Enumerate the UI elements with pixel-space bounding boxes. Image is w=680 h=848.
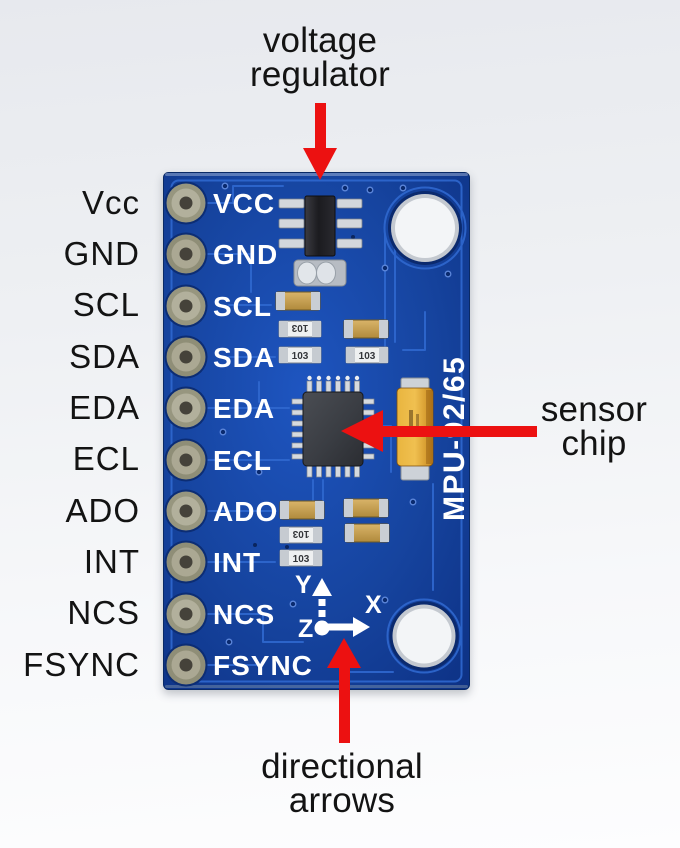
solder-pad [164,489,208,533]
silkscreen-ncs: NCS [213,599,275,630]
svg-text:103: 103 [292,351,309,362]
smd-capacitor [344,523,390,543]
arrow-head [327,638,361,668]
x-axis-arrowhead [353,617,370,637]
z-axis-label: Z [298,615,313,643]
silkscreen-vcc: VCC [213,188,275,219]
smd-resistor: 103 [278,346,322,364]
silkscreen-model: MPU-92/65 [438,356,470,521]
pin-label-eda: EDA [69,389,140,427]
board-bottom-edge [165,685,468,688]
solder-pad [164,386,208,430]
y-axis-label: Y [295,571,312,599]
svg-text:103: 103 [291,322,308,333]
arrow-head [341,410,383,452]
silkscreen-fsync: FSYNC [213,650,313,681]
pin-label-sda: SDA [69,337,140,375]
silkscreen-int: INT [213,547,261,578]
passives-lower: 103 103 [279,498,390,567]
pin-pads [164,181,208,687]
pin-label-int: INT [83,543,140,581]
solder-pad [164,284,208,328]
silkscreen-ecl: ECL [213,445,272,476]
solder-pad [164,438,208,482]
axis-origin [314,620,330,636]
solder-pad [164,643,208,687]
solder-pad [164,232,208,276]
smd-capacitor [275,291,321,311]
solder-pad [164,335,208,379]
red-arrow-directional-arrows [327,638,361,743]
smd-capacitor [343,498,389,518]
smd-resistor: 103 [345,346,389,364]
solder-pad [164,181,208,225]
silkscreen-gnd: GND [213,239,278,270]
silkscreen-pin-names: VCC GND SCL SDA EDA ECL ADO INT NCS FSYN… [213,188,313,681]
passives-upper: 103 103 103 [275,291,389,364]
pin-label-ecl: ECL [72,440,140,478]
y-axis-arrowhead [312,578,332,596]
solder-pad [164,540,208,584]
directional-axes: Y X Z [295,571,382,643]
silkscreen-sda: SDA [213,342,275,373]
svg-text:103: 103 [292,528,309,539]
silkscreen-eda: EDA [213,393,275,424]
smd-resistor: 103 [279,549,323,567]
regulator-body [304,195,336,257]
svg-text:103: 103 [359,351,376,362]
solder-pad [164,592,208,636]
smd-capacitor [343,319,389,339]
x-axis-label: X [365,591,382,619]
pin-label-scl: SCL [72,286,140,324]
pin-label-list: Vcc GND SCL SDA EDA ECL ADO INT NCS FSYN… [0,177,140,690]
mounting-hole-bottom [389,601,459,671]
arrow-shaft [314,103,326,148]
annotation-voltage-regulator: voltage regulator [250,21,390,94]
mounting-hole-top [388,191,462,265]
voltage-regulator-chip [278,195,363,287]
smd-resistor: 103 [278,320,322,338]
arrow-shaft [338,668,350,743]
arrow-head [303,148,337,180]
svg-text:103: 103 [293,554,310,565]
pin-label-gnd: GND [63,235,140,273]
pcb-board: VCC GND SCL SDA EDA ECL ADO INT NCS FSYN… [163,172,471,690]
pin-label-vcc: Vcc [81,183,140,221]
smd-resistor: 103 [279,526,323,544]
silkscreen-ado: ADO [213,496,278,527]
annotation-directional-arrows: directional arrows [261,747,423,820]
pcb-graphic: VCC GND SCL SDA EDA ECL ADO INT NCS FSYN… [163,172,471,690]
solder-blob [316,261,336,285]
solder-blob [297,261,317,285]
smd-capacitor [279,500,325,520]
pin-label-fsync: FSYNC [23,645,140,683]
red-arrow-voltage-regulator [303,103,337,180]
pin-label-ncs: NCS [67,594,140,632]
arrow-shaft [383,425,537,437]
pin-label-ado: ADO [65,491,140,529]
red-arrow-sensor-chip [341,409,537,453]
annotation-sensor-chip: sensor chip [540,390,648,463]
silkscreen-scl: SCL [213,291,272,322]
